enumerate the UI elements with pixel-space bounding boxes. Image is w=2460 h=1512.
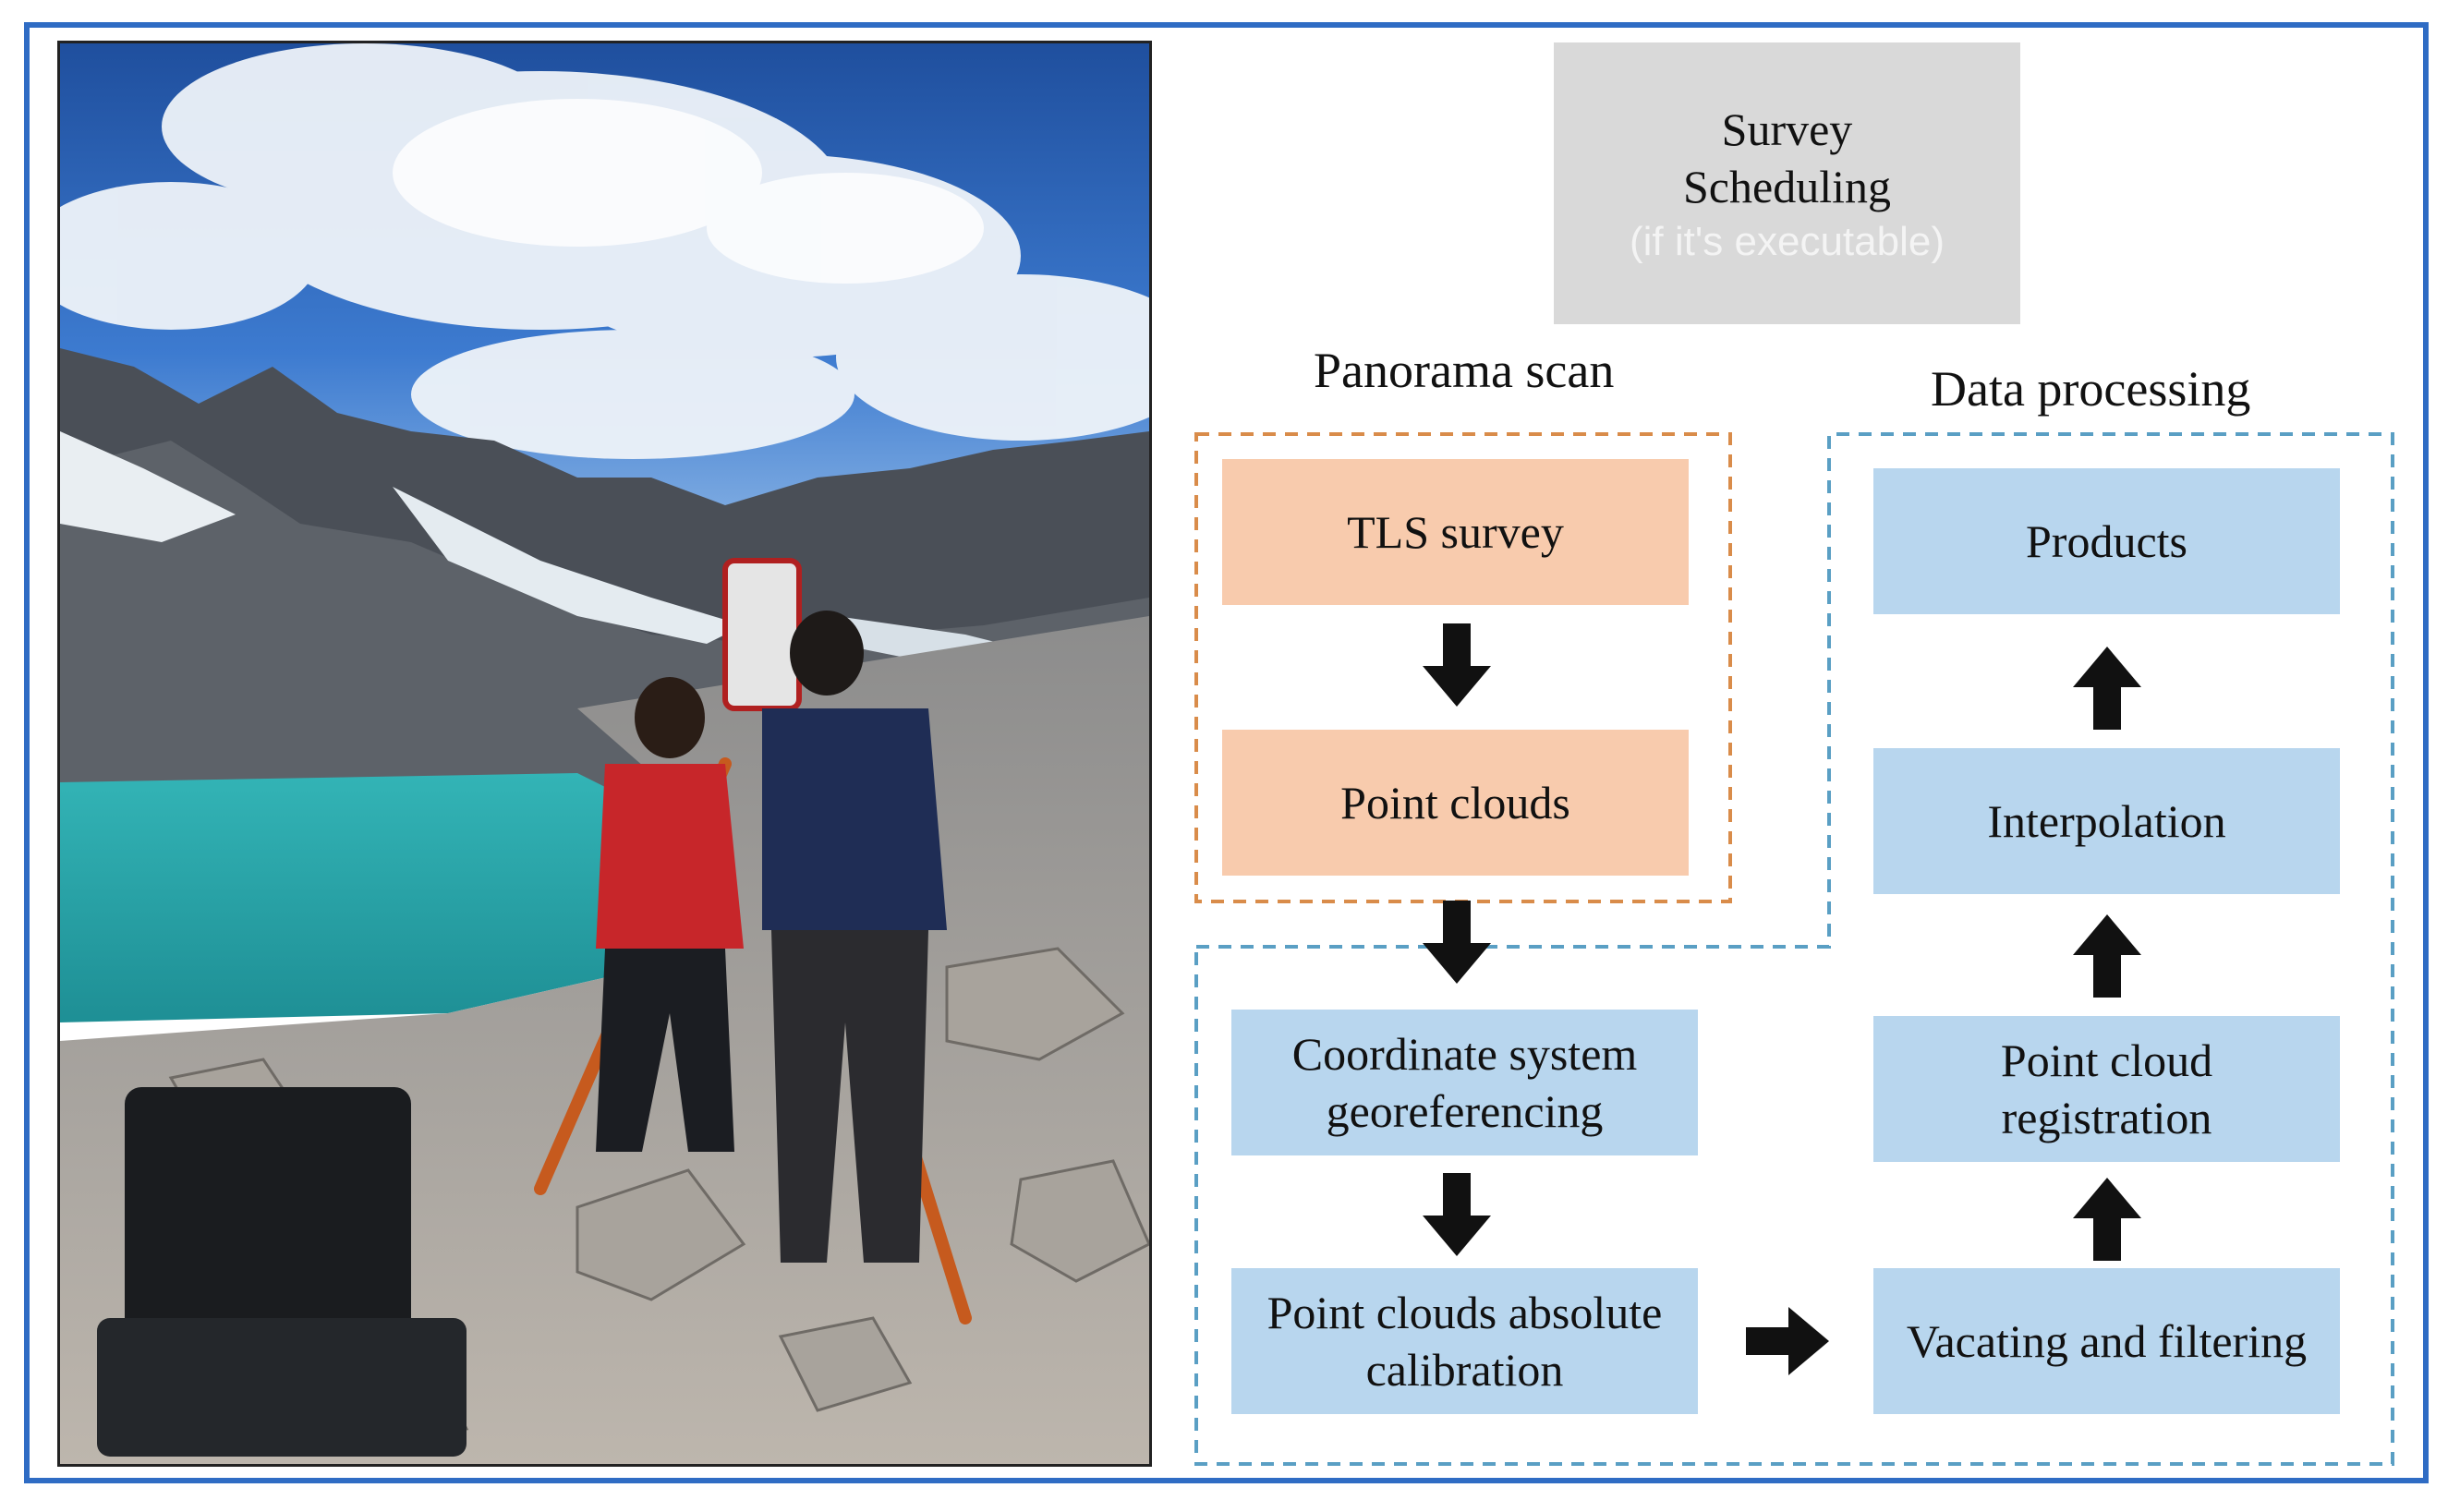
- registration-line1: Point cloud: [2000, 1034, 2213, 1086]
- arrow-up-registration-to-interpolation-icon: [2073, 914, 2141, 998]
- coordinate-line1: Coordinate system: [1291, 1027, 1638, 1080]
- glacier-lake-scene: [60, 43, 1149, 1464]
- survey-scheduling-box: Survey Scheduling (if it's executable): [1554, 42, 2020, 324]
- arrow-up-interpolation-to-products-icon: [2073, 647, 2141, 730]
- arrow-down-tls-to-points-icon: [1423, 623, 1491, 707]
- panorama-scan-heading: Panorama scan: [1314, 343, 1615, 398]
- absolute-calibration-box: Point clouds absolute calibration: [1231, 1268, 1698, 1414]
- products-label: Products: [2026, 514, 2187, 567]
- data-processing-heading: Data processing: [1931, 361, 2251, 417]
- survey-scheduling-line2: Scheduling: [1683, 161, 1891, 212]
- interpolation-label: Interpolation: [1987, 794, 2226, 847]
- tls-survey-box: TLS survey: [1222, 459, 1689, 605]
- vacating-filtering-box: Vacating and filtering: [1873, 1268, 2340, 1414]
- tls-survey-label: TLS survey: [1347, 505, 1564, 558]
- point-clouds-label: Point clouds: [1340, 776, 1570, 829]
- calibration-line1: Point clouds absolute: [1266, 1286, 1663, 1338]
- field-survey-photo: [57, 41, 1152, 1467]
- data-processing-group-outline: [1194, 432, 2394, 1466]
- interpolation-box: Interpolation: [1873, 748, 2340, 894]
- calibration-line2: calibration: [1365, 1344, 1564, 1396]
- point-cloud-registration-box: Point cloud registration: [1873, 1016, 2340, 1162]
- products-box: Products: [1873, 468, 2340, 614]
- coordinate-georeferencing-box: Coordinate system georeferencing: [1231, 1010, 1698, 1155]
- arrow-up-vacating-to-registration-icon: [2073, 1178, 2141, 1261]
- survey-scheduling-line1: Survey: [1721, 103, 1853, 155]
- coordinate-line2: georeferencing: [1326, 1085, 1604, 1137]
- registration-line2: registration: [2001, 1092, 2212, 1143]
- arrow-right-calibration-to-vacating-icon: [1746, 1307, 1829, 1375]
- arrow-down-coordinate-to-calibration-icon: [1423, 1173, 1491, 1256]
- survey-scheduling-note: (if it's executable): [1630, 218, 1945, 264]
- vacating-label: Vacating and filtering: [1906, 1314, 2308, 1367]
- point-clouds-box: Point clouds: [1222, 730, 1689, 876]
- arrow-down-points-to-coordinate-icon: [1423, 901, 1491, 984]
